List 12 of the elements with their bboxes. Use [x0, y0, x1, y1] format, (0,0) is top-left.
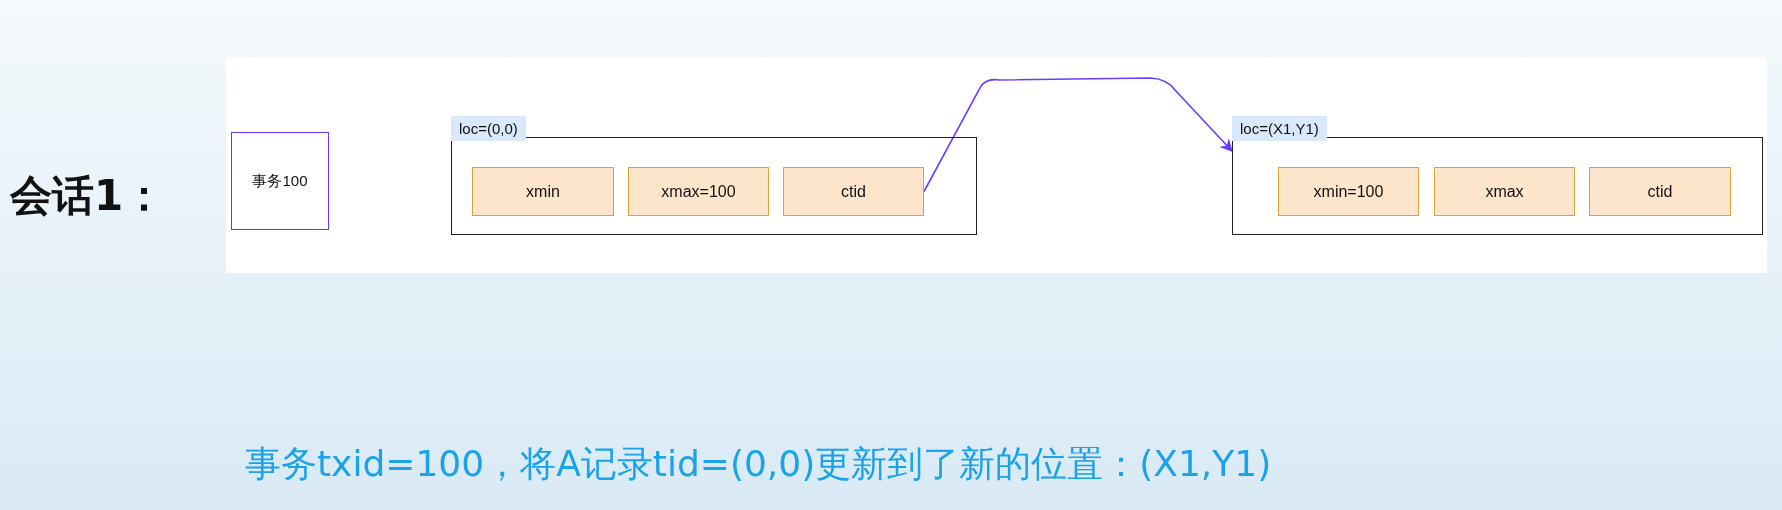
field-cell: xmin=100 — [1278, 167, 1419, 216]
session-label: 会话1： — [10, 170, 166, 222]
location-label: loc=(X1,Y1) — [1232, 116, 1327, 141]
caption: 事务txid=100，将A记录tid=(0,0)更新到了新的位置：(X1,Y1) — [245, 442, 1272, 486]
field-cell: ctid — [783, 167, 924, 216]
field-cell: xmin — [472, 167, 614, 216]
field-cell: ctid — [1589, 167, 1731, 216]
arrow — [923, 77, 1233, 193]
location-label: loc=(0,0) — [451, 116, 526, 141]
field-cell: xmax — [1434, 167, 1575, 216]
transaction-box: 事务100 — [231, 132, 329, 230]
field-cell: xmax=100 — [628, 167, 769, 216]
